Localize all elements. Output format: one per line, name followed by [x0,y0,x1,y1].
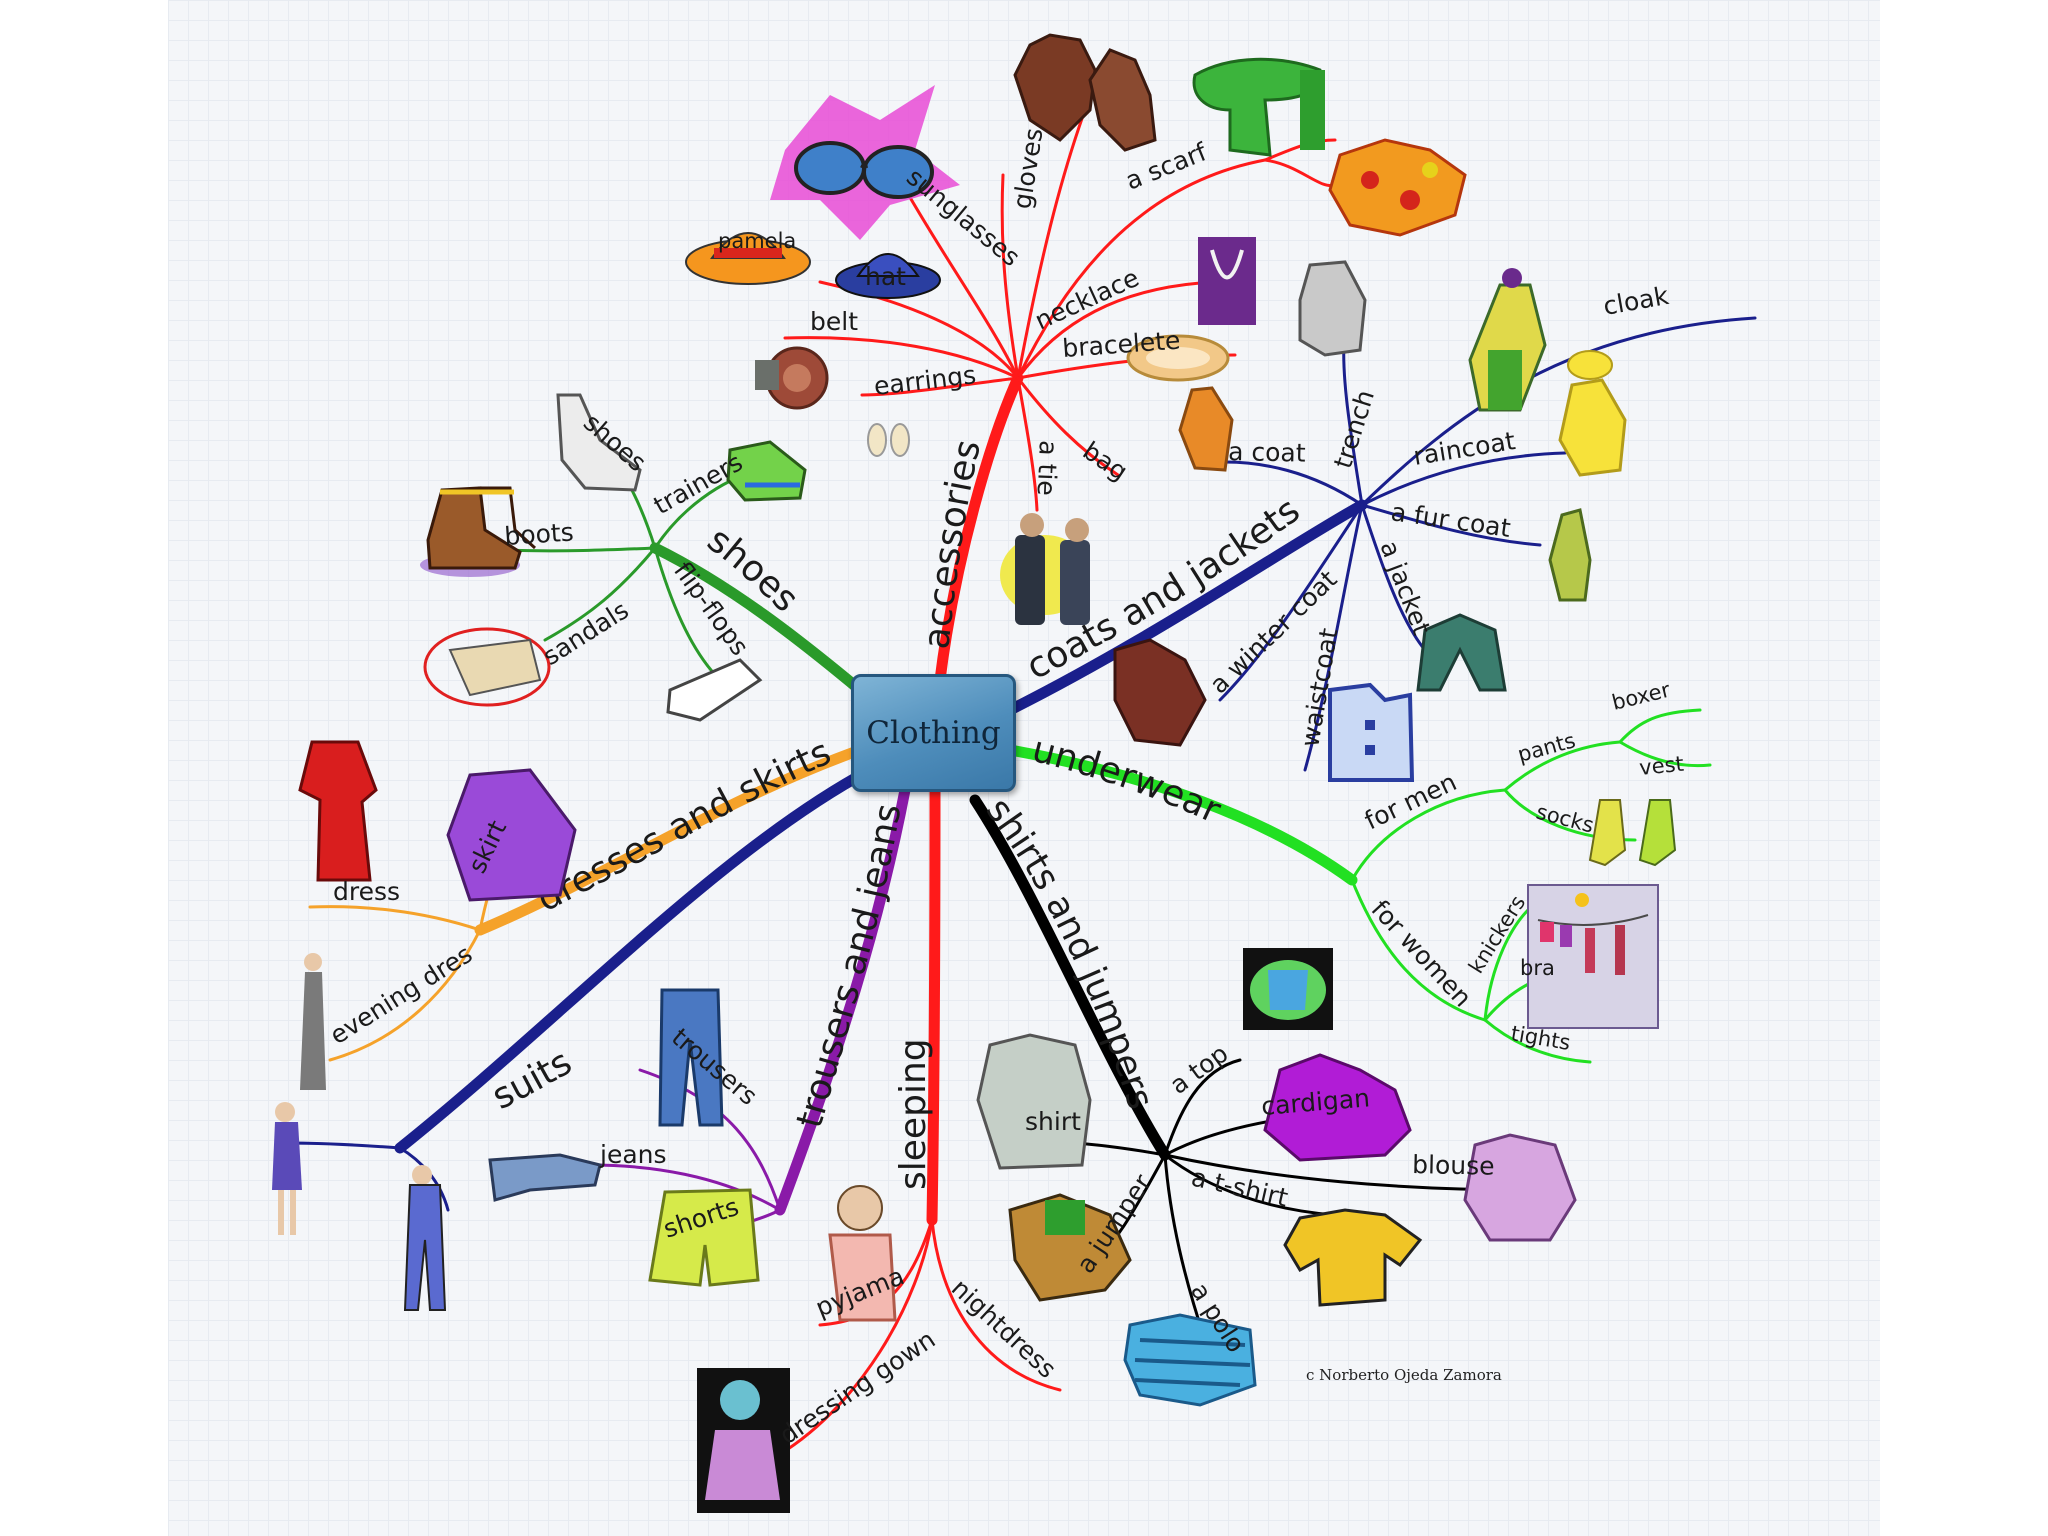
dress-icon [298,740,378,882]
label-bag: bag [1078,436,1133,486]
earrings-icon [867,423,910,457]
bracelet-icon [1126,334,1230,382]
label-blouse: blouse [1412,1150,1495,1181]
label-vest: vest [1638,752,1685,780]
trench-icon [1298,260,1367,357]
label-coat: a coat [1228,437,1306,468]
label-jeans: jeans [599,1140,667,1169]
label-belt: belt [810,307,858,336]
trousers-icon [658,988,724,1127]
label-gloves: gloves [1007,126,1048,211]
branch-suits [283,764,876,1212]
socks-icon [1588,799,1677,867]
suit-woman-icon [272,1102,302,1235]
skirt-icon [446,768,577,902]
jeans-icon [488,1153,602,1202]
label-earrings: earrings [872,360,977,401]
label-dressing-gown: dressing gown [774,1325,940,1450]
label-pamela: pamela [718,229,796,253]
suit-man-icon [403,1165,447,1311]
scarf-icon [1192,57,1325,157]
cardigan-icon [1263,1053,1412,1162]
gloves-icon [1013,33,1157,152]
blouse-icon [1463,1133,1577,1242]
label-hat: hat [865,262,906,291]
label-shirt: shirt [1025,1107,1081,1136]
label-top: a top [1164,1039,1233,1100]
winter-coat-icon [1113,638,1207,747]
flip-flops-icon [666,658,763,722]
fur-coat-icon [1548,508,1592,602]
clothesline-icon [1527,884,1659,1029]
central-node-label: Clothing [866,715,1001,751]
central-node: Clothing [851,674,1016,792]
label-dress: dress [333,877,400,906]
shoes-icon [556,393,642,492]
label-boots: boots [503,517,574,551]
trainers-icon [726,440,807,502]
label-boxer: boxer [1610,678,1673,715]
vest-icon [1243,948,1333,1030]
label-trench: trench [1328,386,1380,471]
label-for-women: for women [1366,894,1478,1012]
label-bra: bra [1520,956,1555,980]
belt-icon [755,346,829,410]
tshirt-icon [1283,1208,1423,1307]
branch-label-sleeping: sleeping [893,1038,934,1190]
label-raincoat: raincoat [1411,426,1517,471]
label-cloak: cloak [1601,281,1671,321]
hat-icon [835,253,941,299]
sandals-icon [423,627,551,707]
necklace-icon [1198,237,1256,325]
tie-icon [1000,513,1090,625]
flowers-icon [1328,138,1467,237]
sunglasses-icon [770,85,960,240]
branch-sleeping [768,784,1062,1462]
label-tie: a tie [1032,440,1063,497]
raincoat-icon [1558,350,1627,477]
pamela-icon [685,232,811,285]
cloak-icon [1468,268,1547,412]
grid-background [168,0,1880,1536]
boots-icon [420,486,537,577]
branch-label-suits: suits [486,1042,579,1118]
jumper-icon [1008,1193,1132,1302]
polo-icon [1123,1313,1257,1407]
author-credit: c Norberto Ojeda Zamora [1306,1366,1502,1384]
label-socks: socks [1534,800,1597,838]
evening-dress-icon [300,953,326,1090]
shirt-icon [976,1033,1092,1170]
label-jacket: a jacket [1374,537,1436,639]
jacket-icon [1416,613,1507,692]
branch-label-dresses-and-skirts: dresses and skirts [531,732,838,920]
branch-label-trousers-and-jeans: trousers and jeans [789,801,909,1132]
coat-icon [1178,386,1234,472]
label-sandals: sandals [538,595,634,671]
waistcoat-icon [1328,682,1415,782]
branch-label-underwear: underwear [1028,729,1227,832]
dressing-gown-icon [697,1368,790,1513]
label-fur-coat: a fur coat [1389,497,1512,543]
label-evening-dress: evening dress [0,0,477,1050]
shorts-icon [648,1188,760,1287]
pyjamas-icon [828,1185,897,1322]
branch-label-accessories: accessories [916,436,989,651]
label-sunglasses: sunglasses [901,162,1025,272]
